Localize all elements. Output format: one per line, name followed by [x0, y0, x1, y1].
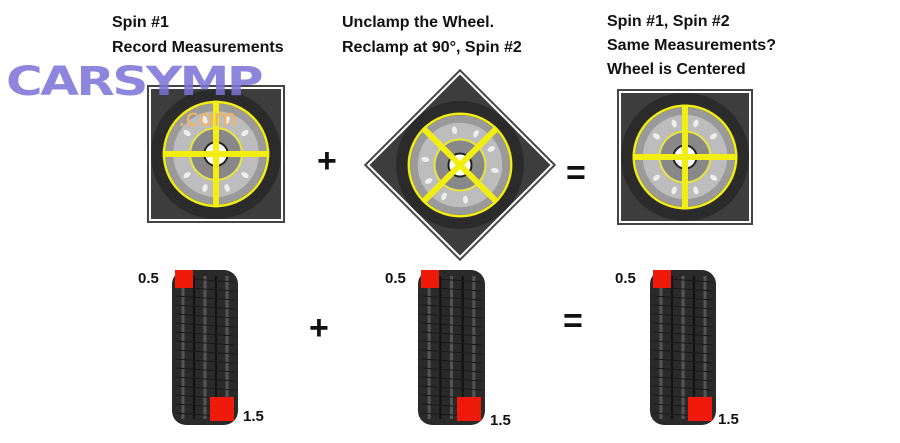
top-measure-marker: [653, 270, 671, 288]
tread-sipe: [174, 367, 236, 373]
tread-sipe: [652, 295, 714, 301]
tire3: [650, 270, 716, 425]
tread-sipe: [652, 340, 714, 346]
wheel-spin1: [147, 85, 285, 223]
rim-slot: [709, 133, 718, 140]
logo-suffix: .com: [178, 104, 237, 132]
tire3-bottom-reading: 1.5: [718, 411, 739, 428]
rim-slot: [441, 192, 447, 201]
equals-sign: =: [566, 154, 586, 192]
tread-sipe: [174, 385, 236, 391]
rim-slot: [424, 178, 433, 184]
equals-sign: =: [563, 302, 583, 340]
tread-sipe: [174, 376, 236, 382]
rim-slot: [183, 129, 191, 137]
tread-sipe: [652, 304, 714, 310]
tire1-top-reading: 0.5: [138, 270, 159, 287]
tread-sipe: [652, 367, 714, 373]
tread-sipe: [174, 322, 236, 328]
step1-caption: Spin #1 Record Measurements: [112, 10, 284, 60]
rim-slot: [652, 174, 661, 181]
rim-slot: [224, 116, 230, 124]
tread-sipe: [174, 313, 236, 319]
rim-slot: [241, 129, 249, 137]
tread-sipe: [420, 340, 483, 346]
tread-sipe: [420, 358, 483, 364]
tire3-top-reading: 0.5: [615, 270, 636, 287]
rim-slot: [421, 156, 430, 163]
rim-slot: [693, 119, 699, 128]
rim-slot: [709, 174, 718, 181]
tread-sipe: [652, 313, 714, 319]
tread-sipe: [174, 295, 236, 301]
tread-sipe: [420, 349, 483, 355]
tread-sipe: [420, 322, 483, 328]
wheel-centered: [617, 89, 753, 225]
crosshair-arm: [682, 104, 688, 210]
caption-line: Spin #1: [112, 14, 169, 31]
rim-slot: [487, 146, 496, 152]
tire1: [172, 270, 238, 425]
rim-slot: [202, 116, 208, 124]
tire2-bottom-reading: 1.5: [490, 412, 511, 429]
tread-sipe: [420, 367, 483, 373]
tread-sipe: [652, 349, 714, 355]
rim-slot: [183, 171, 191, 179]
tread-sipe: [420, 331, 483, 337]
tread-sipe: [652, 376, 714, 382]
bottom-measure-marker: [457, 397, 481, 421]
rim-slot: [693, 186, 699, 195]
tread-sipe: [652, 322, 714, 328]
rim-slot: [671, 119, 677, 128]
tread-sipe: [174, 331, 236, 337]
bottom-measure-marker: [688, 397, 712, 421]
rim-slot: [490, 167, 499, 174]
wheel-spin2-rotated: [363, 68, 557, 262]
tread-sipe: [174, 358, 236, 364]
step2-caption: Unclamp the Wheel. Reclamp at 90°, Spin …: [342, 10, 522, 60]
crosshair-arm: [213, 100, 219, 208]
caption-line: Same Measurements?: [607, 37, 776, 54]
tire2-top-reading: 0.5: [385, 270, 406, 287]
step3-caption: Spin #1, Spin #2 Same Measurements? Whee…: [607, 10, 776, 82]
caption-line: Unclamp the Wheel.: [342, 14, 495, 31]
top-measure-marker: [421, 270, 439, 288]
caption-line: Reclamp at 90°, Spin #2: [342, 39, 522, 56]
caption-line: Spin #1, Spin #2: [607, 13, 730, 30]
tread-sipe: [174, 349, 236, 355]
rim-slot: [241, 171, 249, 179]
carsymp-logo: CARSYMP .com: [6, 62, 264, 132]
rim-slot: [652, 133, 661, 140]
tread-sipe: [420, 304, 483, 310]
rim-slot: [451, 126, 458, 135]
caption-line: Wheel is Centered: [607, 61, 746, 78]
rim-slot: [202, 184, 208, 192]
top-measure-marker: [175, 270, 193, 288]
tread-sipe: [420, 385, 483, 391]
tread-sipe: [652, 358, 714, 364]
tread-sipe: [420, 376, 483, 382]
crosshair-arm: [420, 125, 500, 205]
rim-slot: [462, 195, 469, 204]
rim-slot: [224, 184, 230, 192]
rim-slot: [473, 129, 479, 138]
tire2: [418, 270, 485, 425]
caption-line: Record Measurements: [112, 39, 284, 56]
plus-sign: +: [309, 309, 329, 347]
tire1-bottom-reading: 1.5: [243, 408, 264, 425]
tread-sipe: [420, 295, 483, 301]
tread-sipe: [420, 313, 483, 319]
bottom-measure-marker: [210, 397, 234, 421]
tread-sipe: [174, 340, 236, 346]
tread-sipe: [174, 304, 236, 310]
logo-text: CARSYMP: [6, 59, 264, 105]
tread-sipe: [652, 385, 714, 391]
tread-sipe: [652, 331, 714, 337]
plus-sign: +: [317, 142, 337, 180]
rim-slot: [671, 186, 677, 195]
